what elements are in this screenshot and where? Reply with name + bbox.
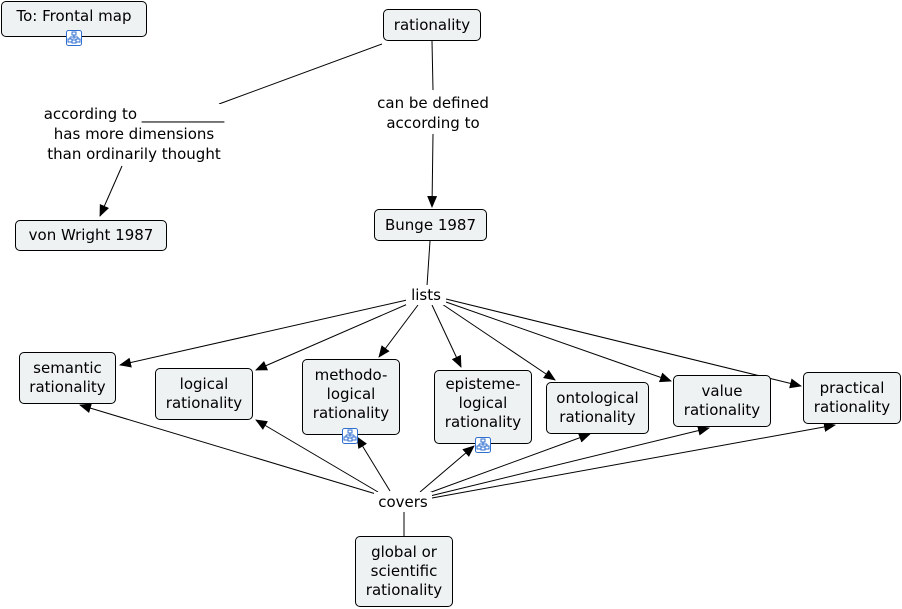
node-epistemological-rationality[interactable]: episteme- logical rationality <box>434 370 532 444</box>
link-defined-bunge <box>427 133 438 208</box>
node-von-wright-label: von Wright 1987 <box>28 226 154 244</box>
node-rationality[interactable]: rationality <box>383 9 481 41</box>
node-practical-rationality[interactable]: practical rationality <box>803 372 901 424</box>
link-lists-methodological <box>378 304 419 358</box>
node-value-label: value rationality <box>683 382 761 419</box>
node-global-scientific-rationality[interactable]: global or scientific rationality <box>355 536 453 607</box>
phrase-according-to: according to ___________ has more dimens… <box>34 104 234 164</box>
link-covers-ontological <box>425 433 591 495</box>
concept-map-link-icon[interactable] <box>66 30 82 46</box>
link-covers-logical <box>255 419 379 493</box>
link-bunge-lists <box>426 240 431 287</box>
node-frontal-map-label: To: Frontal map <box>16 7 132 25</box>
link-covers-methodological <box>356 436 391 492</box>
node-epistemological-label: episteme- logical rationality <box>444 375 522 431</box>
link-covers-epistemological <box>419 445 475 493</box>
node-bunge-label: Bunge 1987 <box>385 215 476 234</box>
link-lists-semantic <box>119 299 408 368</box>
node-methodological-label: methodo- logical rationality <box>312 366 390 422</box>
node-methodological-rationality[interactable]: methodo- logical rationality <box>302 359 400 435</box>
node-logical-rationality[interactable]: logical rationality <box>155 368 253 420</box>
concept-map-link-icon[interactable] <box>475 437 491 453</box>
node-value-rationality[interactable]: value rationality <box>673 375 771 427</box>
link-lists-epistemological <box>431 304 462 368</box>
link-lists-logical <box>255 302 411 371</box>
link-covers-value <box>429 425 710 497</box>
node-von-wright-1987[interactable]: von Wright 1987 <box>15 220 167 251</box>
node-semantic-rationality[interactable]: semantic rationality <box>19 352 116 404</box>
node-logical-label: logical rationality <box>165 375 243 412</box>
node-bunge-1987[interactable]: Bunge 1987 <box>374 209 487 241</box>
node-practical-label: practical rationality <box>813 379 891 416</box>
link-rationality-according <box>218 43 383 105</box>
node-semantic-label: semantic rationality <box>29 359 106 396</box>
node-global-label: global or scientific rationality <box>365 543 443 599</box>
node-ontological-rationality[interactable]: ontological rationality <box>546 382 649 434</box>
link-covers-practical <box>431 422 836 499</box>
link-covers-semantic <box>79 403 377 495</box>
link-lists-practical <box>445 298 802 389</box>
phrase-covers: covers <box>374 492 432 512</box>
link-according-vonwright <box>99 165 123 217</box>
node-ontological-label: ontological rationality <box>556 389 639 426</box>
link-lists-value <box>445 301 672 383</box>
link-lists-ontological <box>441 303 556 381</box>
node-rationality-label: rationality <box>393 15 471 34</box>
phrase-lists: lists <box>406 285 446 305</box>
link-rationality-defined <box>431 40 434 91</box>
phrase-can-be-defined: can be defined according to <box>370 93 496 133</box>
concept-map-link-icon[interactable] <box>342 428 358 444</box>
